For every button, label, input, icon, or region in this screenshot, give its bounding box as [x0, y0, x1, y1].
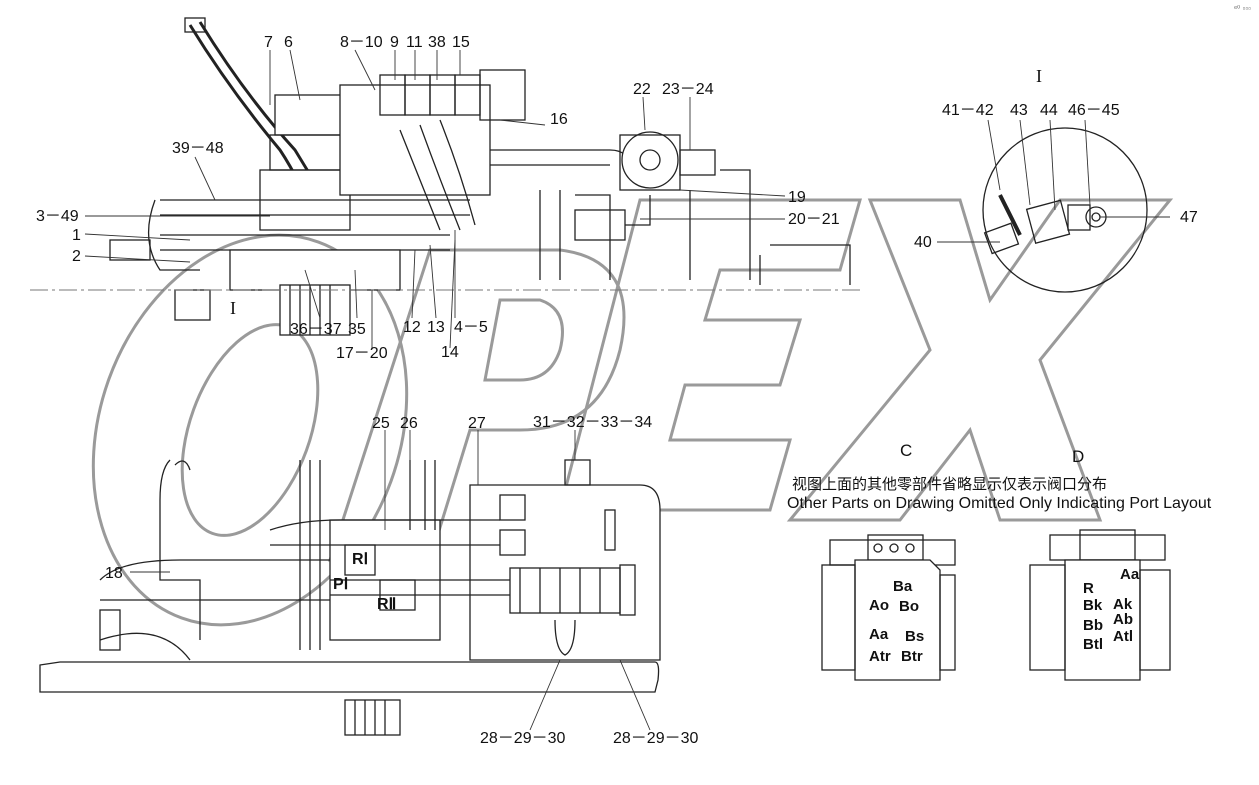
view-D-valve: [1029, 529, 1171, 681]
callout-26: 26: [400, 415, 418, 432]
section-roman-mark: I: [230, 298, 236, 318]
leader-lines: [84, 49, 1170, 731]
callout-23-24: 23－24: [662, 81, 714, 98]
callout-3-49: 3－49: [36, 208, 79, 225]
port-c-bo: Bo: [899, 598, 919, 615]
callout-1: 1: [72, 227, 81, 244]
port-d-btl: Btl: [1083, 636, 1103, 653]
callout-27: 27: [468, 415, 486, 432]
view-C-label: C: [900, 441, 913, 460]
pump-port-r2: RⅡ: [377, 596, 397, 613]
corner-mark: ᵉ⁰ ▫▫▫: [1234, 4, 1251, 13]
callout-17-20: 17－20: [336, 345, 388, 362]
port-c-ao: Ao: [869, 597, 889, 614]
callout-4-5: 4－5: [454, 319, 488, 336]
callout-6: 6: [284, 34, 293, 51]
view-C-valve: [821, 534, 956, 681]
port-d-aa: Aa: [1120, 566, 1140, 583]
callout-28-30-b: 28－29－30: [613, 730, 699, 747]
callout-28-30-a: 28－29－30: [480, 730, 566, 747]
note-english: Other Parts on Drawing Omitted Only Indi…: [787, 495, 1212, 512]
callout-12: 12: [403, 319, 421, 336]
port-d-r: R: [1083, 580, 1094, 597]
callout-13: 13: [427, 319, 445, 336]
port-d-ab: Ab: [1113, 611, 1133, 628]
port-d-atl: Atl: [1113, 628, 1133, 645]
callout-9: 9: [390, 34, 399, 51]
port-d-bk: Bk: [1083, 597, 1103, 614]
callout-18: 18: [105, 565, 123, 582]
callout-46-45: 46－45: [1068, 102, 1120, 119]
port-c-bs: Bs: [905, 628, 925, 645]
pump-port-r1: RⅠ: [352, 551, 369, 568]
top-assembly: [30, 17, 860, 336]
port-d-ak: Ak: [1113, 596, 1133, 613]
callout-15: 15: [452, 34, 470, 51]
port-c-btr: Btr: [901, 648, 923, 665]
callout-31-34: 31－32－33－34: [533, 414, 653, 431]
view-D-label: D: [1072, 447, 1085, 466]
callout-20-21: 20－21: [788, 211, 840, 228]
pump-port-p1: PⅠ: [333, 576, 349, 593]
callout-38: 38: [428, 34, 446, 51]
bottom-assembly: [39, 459, 661, 736]
port-c-atr: Atr: [869, 648, 891, 665]
callout-47: 47: [1180, 209, 1198, 226]
callout-7: 7: [264, 34, 273, 51]
callout-2: 2: [72, 248, 81, 265]
callout-41-42: 41－42: [942, 102, 994, 119]
callout-14: 14: [441, 344, 459, 361]
callout-19: 19: [788, 189, 806, 206]
port-d-bb: Bb: [1083, 617, 1103, 634]
callout-36-37: 36－37: [290, 321, 342, 338]
callout-25: 25: [372, 415, 390, 432]
callout-39-48: 39－48: [172, 140, 224, 157]
callout-44: 44: [1040, 102, 1058, 119]
detail-I: [982, 127, 1148, 293]
callout-11: 11: [406, 34, 423, 51]
callout-35: 35: [348, 321, 366, 338]
note-chinese: 视图上面的其他零部件省略显示仅表示阀口分布: [792, 475, 1108, 493]
callout-22: 22: [633, 81, 651, 98]
callout-40: 40: [914, 234, 932, 251]
callout-8-10: 8－10: [340, 34, 383, 51]
port-c-aa: Aa: [869, 626, 889, 643]
callout-43: 43: [1010, 102, 1028, 119]
callout-16: 16: [550, 111, 568, 128]
port-c-ba: Ba: [893, 578, 913, 595]
detail-roman-mark: I: [1036, 66, 1042, 86]
